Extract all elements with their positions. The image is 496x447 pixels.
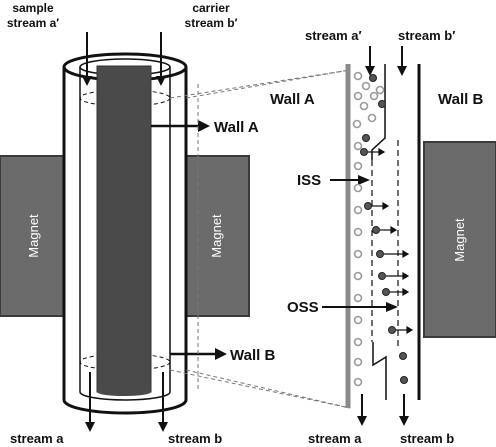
central-core: [96, 65, 152, 393]
detail-magnet-label: Magnet: [452, 218, 467, 262]
detail-magnet: Magnet: [423, 141, 496, 338]
detail-outlet-arrow-a: [357, 394, 367, 426]
carrier-stream-label-1: carrier: [192, 1, 230, 15]
right-magnet-label: Magnet: [209, 214, 224, 258]
right-magnet: Magnet: [183, 155, 250, 317]
stream-a-label: stream a: [10, 431, 64, 446]
open-particles: [352, 71, 385, 387]
inner-cylinder: [79, 58, 171, 401]
stream-b-label: stream b: [168, 431, 222, 446]
detail-outlet-arrow-b: [399, 394, 409, 426]
wall-a-pointer: [151, 120, 210, 132]
detail-stream-a-out-label: stream a: [308, 431, 362, 446]
oss-pointer: [322, 302, 398, 312]
detail-stream-b-out-label: stream b: [400, 431, 454, 446]
carrier-stream-label-2: stream b′: [185, 16, 238, 30]
wall-a-label: Wall A: [214, 119, 259, 136]
detail-wall-b-label: Wall B: [438, 91, 483, 108]
zoom-lines: [169, 69, 351, 409]
outlet-arrow-b: [158, 372, 168, 432]
central-core-bottom: [97, 388, 151, 396]
sample-stream-label-1: sample: [12, 1, 54, 15]
filled-particles: [360, 74, 408, 384]
left-magnet: Magnet: [0, 155, 66, 317]
inlet-arrow-a: [82, 32, 92, 86]
sample-stream-label-2: stream a′: [7, 16, 59, 30]
left-magnet-label: Magnet: [26, 214, 41, 258]
detail-inlet-arrow-a: [365, 46, 375, 76]
detail-wall-a-label: Wall A: [270, 91, 315, 108]
detail-stream-b-in-label: stream b′: [398, 28, 455, 43]
deflection-arrows: [368, 147, 414, 335]
outlet-arrow-a: [85, 372, 95, 432]
outlet-splitter: [372, 342, 387, 400]
wall-b-pointer: [170, 348, 227, 360]
detail-inlet-arrow-b: [397, 46, 407, 76]
iss-label: ISS: [297, 172, 321, 189]
inlet-splitter: [371, 64, 386, 160]
iss-pointer: [330, 175, 370, 185]
wall-b-label: Wall B: [230, 347, 275, 364]
inlet-arrow-b: [156, 32, 166, 86]
oss-label: OSS: [287, 299, 319, 316]
detail-stream-a-in-label: stream a′: [305, 28, 362, 43]
